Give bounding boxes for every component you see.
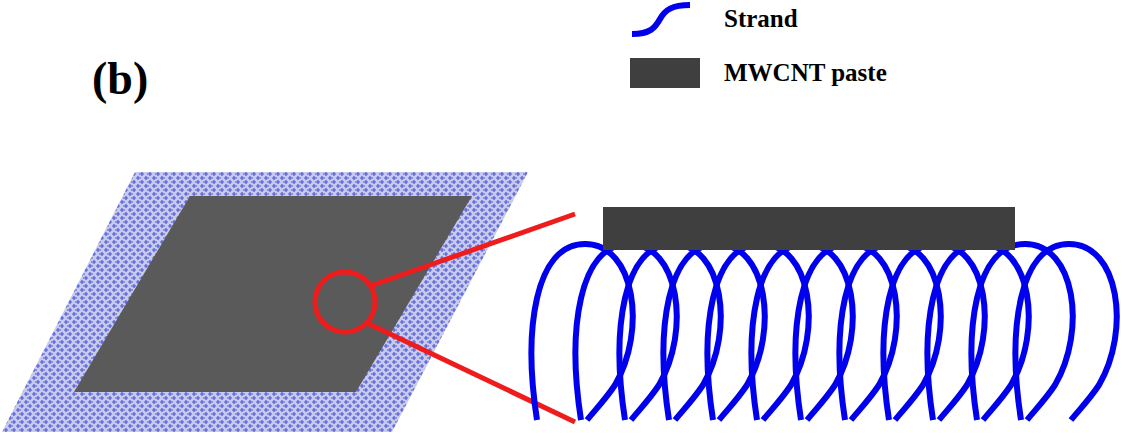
panel-label: (b) <box>92 52 148 105</box>
strand-loop <box>1016 244 1117 420</box>
legend-text: Strand <box>724 5 798 33</box>
paste-bar <box>603 207 1015 250</box>
paste-layer <box>74 196 472 392</box>
strand-loops <box>532 244 1117 420</box>
strand-loop <box>972 244 1073 420</box>
legend-text: MWCNT paste <box>724 59 887 87</box>
legend-swatch <box>630 58 700 88</box>
zoom-line <box>367 323 575 422</box>
legend-strand-sample <box>632 5 690 34</box>
fabric-sheet <box>2 172 528 432</box>
zoom-circle <box>315 272 375 332</box>
